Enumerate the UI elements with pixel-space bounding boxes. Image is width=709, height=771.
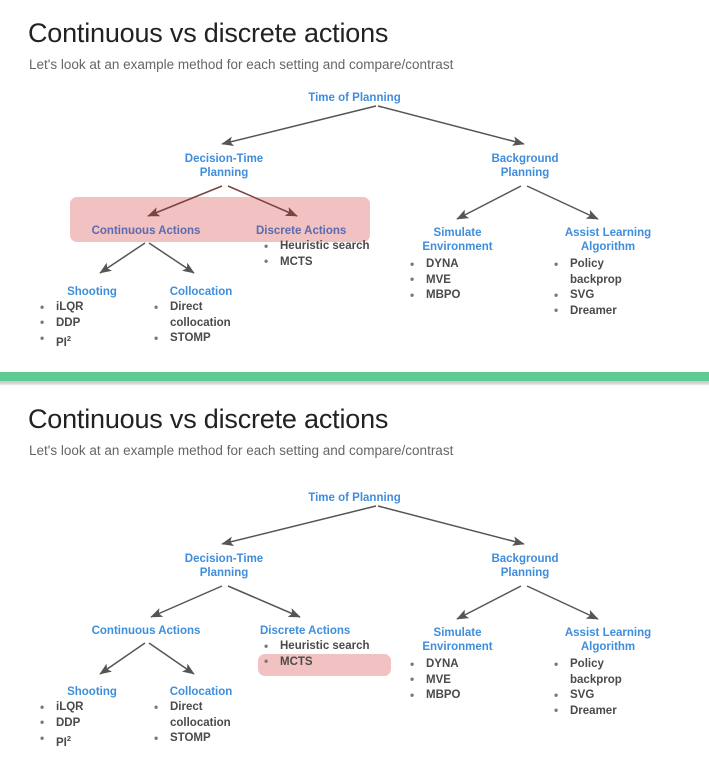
pi-squared-exponent: 2 xyxy=(66,734,72,743)
list-item[interactable]: MVE xyxy=(408,272,461,289)
backprop-label: backprop xyxy=(570,673,622,686)
node-assist-learning-algorithm[interactable]: Assist Learning Algorithm xyxy=(540,227,676,254)
node-background-planning-line1: Background xyxy=(491,553,559,565)
backprop-label: backprop xyxy=(570,273,622,286)
slide-divider xyxy=(0,372,709,386)
node-simulate-environment-line1: Simulate xyxy=(433,227,482,239)
node-assist-learning-algorithm[interactable]: Assist Learning Algorithm xyxy=(540,627,676,654)
planning-taxonomy-diagram: Time of Planning Decision-Time Planning … xyxy=(0,0,709,372)
list-item[interactable]: DYNA xyxy=(408,257,461,273)
list-item[interactable]: Policy xyxy=(552,257,622,273)
node-decision-time-planning-line1: Decision-Time xyxy=(184,553,264,565)
node-simulate-environment-line2: Environment xyxy=(422,640,493,653)
bullets-simulate-environment: DYNA MVE MBPO xyxy=(408,657,461,704)
node-assist-learning-line1: Assist Learning xyxy=(564,627,652,639)
list-item[interactable]: Heuristic search xyxy=(262,639,370,655)
bullets-simulate-environment: DYNA MVE MBPO xyxy=(408,257,461,304)
collocation-label: collocation xyxy=(170,716,231,729)
node-collocation[interactable]: Collocation xyxy=(169,686,233,698)
list-item[interactable]: PI2 xyxy=(38,330,83,351)
node-shooting[interactable]: Shooting xyxy=(67,286,117,298)
bullets-discrete-actions: Heuristic search MCTS xyxy=(262,239,370,270)
node-background-planning-line2: Planning xyxy=(500,166,550,179)
list-item[interactable]: DDP xyxy=(38,715,83,732)
node-decision-time-planning-line1: Decision-Time xyxy=(184,153,264,165)
node-decision-time-planning[interactable]: Decision-Time Planning xyxy=(162,153,286,180)
bullets-assist-learning: Policy backprop SVG Dreamer xyxy=(552,657,622,719)
node-time-of-planning[interactable]: Time of Planning xyxy=(308,92,401,104)
node-continuous-actions[interactable]: Continuous Actions xyxy=(91,225,201,237)
node-background-planning-line1: Background xyxy=(491,153,559,165)
node-shooting[interactable]: Shooting xyxy=(67,686,117,698)
list-item[interactable]: iLQR xyxy=(38,300,83,316)
list-item[interactable]: Dreamer xyxy=(552,703,622,720)
list-item[interactable]: SVG xyxy=(552,688,622,704)
node-assist-learning-line2: Algorithm xyxy=(580,240,636,253)
list-item-continuation: backprop xyxy=(552,673,622,689)
list-item[interactable]: Policy xyxy=(552,657,622,673)
list-item[interactable]: STOMP xyxy=(152,331,231,347)
direct-label: Direct xyxy=(170,701,203,713)
slide-1: Continuous vs discrete actions Let's loo… xyxy=(0,0,709,372)
node-continuous-actions[interactable]: Continuous Actions xyxy=(91,625,201,637)
list-item[interactable]: MVE xyxy=(408,672,461,689)
node-collocation[interactable]: Collocation xyxy=(169,286,233,298)
list-item[interactable]: DYNA xyxy=(408,657,461,673)
pi-squared-exponent: 2 xyxy=(66,334,72,343)
divider-shadow xyxy=(0,381,709,386)
list-item[interactable]: SVG xyxy=(552,288,622,304)
divider-green-bar xyxy=(0,372,709,381)
node-decision-time-planning-line2: Planning xyxy=(199,166,249,179)
pi-squared-base: PI xyxy=(56,736,67,749)
node-assist-learning-line2: Algorithm xyxy=(580,640,636,653)
list-item[interactable]: STOMP xyxy=(152,731,231,747)
node-discrete-actions[interactable]: Discrete Actions xyxy=(260,625,351,637)
node-simulate-environment-line2: Environment xyxy=(422,240,493,253)
bullets-discrete-actions: Heuristic search MCTS xyxy=(262,639,370,670)
list-item[interactable]: Heuristic search xyxy=(262,239,370,255)
node-background-planning-line2: Planning xyxy=(500,566,550,579)
bullets-collocation: Direct collocation STOMP xyxy=(152,300,231,347)
list-item[interactable]: PI2 xyxy=(38,730,83,751)
list-item[interactable]: iLQR xyxy=(38,700,83,716)
list-item-continuation: backprop xyxy=(552,273,622,289)
policy-label: Policy xyxy=(570,658,604,670)
list-item[interactable]: MBPO xyxy=(408,288,461,304)
node-decision-time-planning[interactable]: Decision-Time Planning xyxy=(162,553,286,580)
list-item[interactable]: MBPO xyxy=(408,688,461,704)
node-discrete-actions[interactable]: Discrete Actions xyxy=(256,225,347,237)
slide-2: Continuous vs discrete actions Let's loo… xyxy=(0,386,709,771)
page-subtitle: Let's look at an example method for each… xyxy=(29,57,454,72)
node-simulate-environment[interactable]: Simulate Environment xyxy=(400,227,515,254)
planning-taxonomy-diagram: Time of Planning Decision-Time Planning … xyxy=(0,386,709,771)
bullets-assist-learning: Policy backprop SVG Dreamer xyxy=(552,257,622,319)
bullets-shooting: iLQR DDP PI2 xyxy=(38,300,83,351)
list-item[interactable]: Direct xyxy=(152,300,231,316)
node-decision-time-planning-line2: Planning xyxy=(199,566,249,579)
node-time-of-planning[interactable]: Time of Planning xyxy=(308,492,401,504)
list-item[interactable]: Dreamer xyxy=(552,303,622,320)
list-item-continuation: collocation xyxy=(152,716,231,732)
bullets-shooting: iLQR DDP PI2 xyxy=(38,700,83,751)
policy-label: Policy xyxy=(570,258,604,270)
list-item-mcts[interactable]: MCTS xyxy=(262,654,370,671)
node-background-planning[interactable]: Background Planning xyxy=(463,153,587,180)
node-simulate-environment[interactable]: Simulate Environment xyxy=(400,627,515,654)
direct-label: Direct xyxy=(170,301,203,313)
bullets-collocation: Direct collocation STOMP xyxy=(152,700,231,747)
node-simulate-environment-line1: Simulate xyxy=(433,627,482,639)
node-assist-learning-line1: Assist Learning xyxy=(564,227,652,239)
list-item[interactable]: DDP xyxy=(38,315,83,332)
node-background-planning[interactable]: Background Planning xyxy=(463,553,587,580)
list-item[interactable]: MCTS xyxy=(262,254,370,271)
pi-squared-base: PI xyxy=(56,336,67,349)
list-item-continuation: collocation xyxy=(152,316,231,332)
collocation-label: collocation xyxy=(170,316,231,329)
list-item[interactable]: Direct xyxy=(152,700,231,716)
page-title: Continuous vs discrete actions xyxy=(28,404,389,434)
page-subtitle: Let's look at an example method for each… xyxy=(29,443,454,458)
page-title: Continuous vs discrete actions xyxy=(28,18,389,48)
